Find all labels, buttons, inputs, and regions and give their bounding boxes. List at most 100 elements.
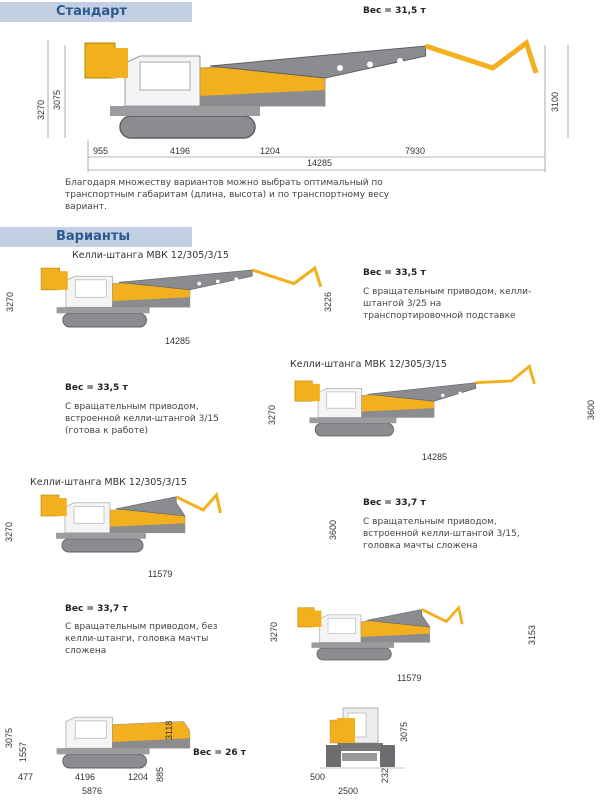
- standard-crane-drawing: [84, 38, 539, 139]
- base-machine-side-drawing: [56, 716, 191, 769]
- dim-height: 3118: [164, 720, 174, 740]
- crane-part: [228, 504, 232, 508]
- crane-part: [56, 748, 150, 755]
- crane-part: [311, 642, 394, 648]
- variant-4-desc: С вращательным приводом, без келли-штанг…: [65, 622, 218, 656]
- crane-part: [326, 391, 357, 409]
- crane-part: [62, 753, 147, 769]
- crane-part: [311, 610, 322, 627]
- crane-part: [502, 612, 506, 616]
- crane-part: [327, 617, 356, 634]
- crane-part: [209, 45, 427, 79]
- crane-part: [110, 48, 128, 78]
- crane-part: [192, 508, 196, 512]
- dim-length: 4196: [170, 146, 191, 156]
- section-header-variants: Варианты: [0, 227, 192, 247]
- crane-part: [74, 720, 107, 739]
- crane-part: [215, 279, 220, 284]
- crane-part: [316, 647, 392, 661]
- crane-part: [366, 609, 431, 628]
- variant-3-label: Келли-штанга МВК 12/305/3/15: [30, 477, 187, 488]
- crane-part: [337, 65, 343, 71]
- crane-part: [110, 106, 260, 116]
- crane-part: [234, 277, 239, 282]
- crane-part: [314, 422, 394, 437]
- crane-part: [397, 58, 403, 64]
- crane-part: [115, 496, 186, 517]
- dim-height: 3270: [267, 404, 277, 425]
- crane-part: [56, 716, 191, 769]
- dim-length: 477: [18, 772, 34, 782]
- crane-part: [112, 297, 190, 308]
- crane-part: [40, 265, 323, 328]
- dim-height: 3153: [527, 624, 537, 645]
- dim-total-length: 14285: [165, 336, 191, 346]
- dim-height: 3270: [4, 521, 14, 542]
- variant-1-weight: Вес = 33,5 т: [363, 268, 426, 278]
- variant-3-weight: Вес = 33,7 т: [363, 498, 426, 508]
- dim-height: 1557: [18, 741, 28, 762]
- dim-height: 3600: [328, 519, 338, 540]
- crane-part: [210, 506, 214, 510]
- crane-part: [493, 387, 497, 392]
- crane-part: [251, 265, 323, 288]
- dim-total-length: 14285: [307, 158, 333, 168]
- crane-part: [309, 417, 397, 424]
- dim-width: 500: [310, 772, 326, 782]
- crane-part: [458, 391, 462, 396]
- standard-weight: Вес = 31,5 т: [363, 6, 426, 16]
- base-machine-front-drawing: [320, 707, 405, 769]
- crane-part: [110, 523, 185, 533]
- dim-total-length: 5876: [82, 786, 103, 796]
- crane-part: [294, 363, 536, 437]
- crane-part: [475, 363, 536, 385]
- crane-part: [200, 90, 325, 106]
- variant-2-weight: Вес = 33,5 т: [65, 383, 128, 393]
- crane-part: [246, 501, 250, 506]
- crane-part: [361, 633, 430, 643]
- crane-part: [469, 616, 473, 620]
- crane-part: [73, 506, 105, 524]
- dim-length: 1204: [260, 146, 281, 156]
- dim-height: 232: [380, 767, 390, 783]
- dim-height: 3270: [5, 291, 15, 312]
- dim-height: 3270: [269, 621, 279, 642]
- crane-part: [56, 307, 150, 314]
- variant-4-crane-drawing: [297, 604, 506, 661]
- dim-length: 955: [93, 146, 109, 156]
- crane-part: [112, 738, 190, 749]
- crane-part: [74, 279, 107, 298]
- section-header-standard: Стандарт: [0, 2, 192, 22]
- crane-part: [309, 383, 320, 402]
- variant-2-label: Келли-штанга МВК 12/305/3/15: [290, 359, 447, 370]
- crane-part: [62, 312, 147, 328]
- variant-3-desc: С вращательным приводом, встроенной келл…: [363, 517, 520, 551]
- crane-part: [118, 269, 253, 291]
- crane-part: [40, 491, 268, 553]
- dim-length: 7930: [405, 146, 426, 156]
- variant-1-desc: С вращательным приводом, келли-штангой 3…: [363, 287, 532, 321]
- standard-note: Благодаря множеству вариантов можно выбр…: [65, 178, 390, 212]
- crane-part: [56, 498, 67, 516]
- crane-part: [436, 619, 440, 624]
- crane-part: [427, 54, 433, 61]
- dim-total-length: 14285: [422, 452, 448, 462]
- crane-part: [197, 281, 202, 286]
- dim-length: 4196: [75, 772, 96, 782]
- variant-1-crane-drawing: [40, 265, 323, 328]
- dim-height: 3226: [323, 291, 333, 312]
- variant-2-desc: С вращательным приводом, встроенной келл…: [65, 402, 219, 436]
- crane-part: [421, 604, 464, 625]
- dim-length: 1204: [128, 772, 149, 782]
- crane-part: [424, 38, 539, 74]
- crane-part: [475, 389, 480, 394]
- dim-height: 3075: [4, 727, 14, 748]
- crane-part: [361, 408, 435, 418]
- dim-height: 885: [155, 766, 165, 782]
- base-weight: Вес = 26 т: [193, 748, 246, 758]
- dim-total-length: 11579: [397, 673, 422, 683]
- crane-part: [264, 499, 268, 504]
- crane-part: [367, 382, 477, 402]
- crane-part: [253, 275, 257, 279]
- variant-2-crane-drawing: [294, 363, 536, 437]
